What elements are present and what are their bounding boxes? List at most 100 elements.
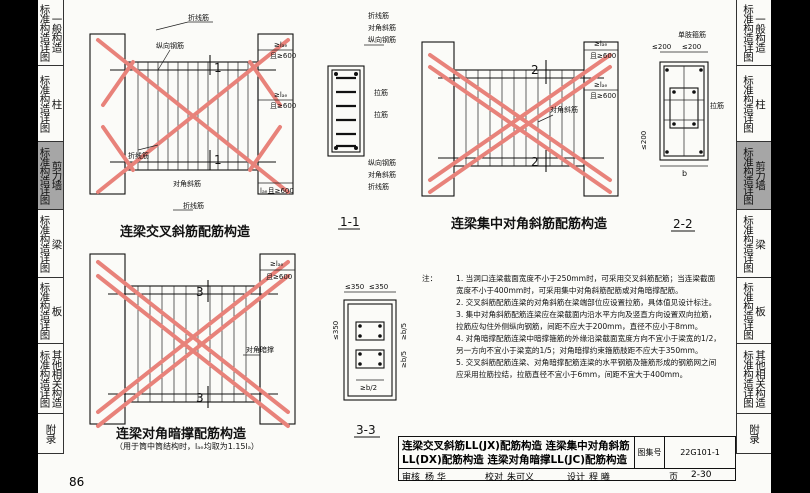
note-item: 2. 交叉斜筋配筋连梁的对角斜筋在梁端部位应设置拉筋，具体值见设计标注。 [456,298,717,307]
s22-width-b: b [682,169,687,178]
label-bent-bar-mid: 折线筋 [128,151,149,160]
left-tab-label: 梁 [50,238,63,249]
left-tab-1[interactable]: 标准构造详图柱 [38,66,64,142]
d3-label-brace: 对角暗撑 [246,345,274,354]
notes-list: 1. 当洞口连梁截面宽度不小于250mm时，可采用交叉斜筋配筋；当连梁截面宽度不… [456,273,722,381]
left-tab-4[interactable]: 标准构造详图板 [38,278,64,344]
left-tab-prefix: 标准构造详图 [38,75,51,132]
d3-section-mark-top: 3 [196,285,204,299]
left-tab-prefix: 标准构造详图 [38,147,51,204]
left-tab-prefix: 标准构造详图 [38,350,51,407]
label-longitudinal: 纵向钢筋 [156,41,184,50]
left-tab-3[interactable]: 标准构造详图梁 [38,210,64,278]
d3-anchor-b: 且≥600 [266,273,292,281]
note-item: 3. 集中对角斜筋配筋连梁应在梁截面内沿水平方向及竖直方向设置双向拉筋，拉筋应勾… [456,310,717,331]
right-tab-label: 剪力墙 [754,161,766,190]
label-bent-bar-bot: 折线筋 [183,201,204,210]
left-tab-label: 剪力墙 [50,161,63,190]
review-label: 审核 [402,473,421,483]
s33-dim-2: ≤350 [369,283,388,291]
d2-section-mark-top: 2 [531,63,539,77]
left-tab-label: 一般构造 [50,13,63,52]
right-tab-label: 其他相关构造 [754,350,766,407]
title-concentrated-diagonal: 连梁集中对角斜筋配筋构造 [451,216,608,232]
right-tab-0[interactable]: 标准构造详图一般构造 [736,0,771,66]
note-item: 4. 对角暗撑配筋连梁中暗撑箍筋的外缘沿梁截面宽度方向不宜小于梁宽的1/2，另一… [456,334,721,355]
title-block-title: 连梁交叉斜筋LL(JX)配筋构造 连梁集中对角斜筋 LL(DX)配筋构造 连梁对… [399,437,635,469]
atlas-label: 图集号 [635,437,665,469]
bent-bar-right-top [248,60,282,107]
d2-anchor-1: ≥lₐₑ [594,40,608,48]
diagram-concentrated-diagonal: 2 2 ≥lₐₑ 且≥600 ≥lₐₑ 且≥600 对角斜筋 连梁集中对角斜筋配… [421,40,619,232]
right-tab-label: 柱 [754,98,766,109]
right-tab-2[interactable]: 标准构造详图剪力墙 [736,142,771,210]
section-2-2: ≤200 ≤200 单肢箍筋 拉筋 ≤200 b 2-2 [640,30,724,232]
left-tab-6[interactable]: 附录 [38,414,64,454]
title-line-1: 连梁交叉斜筋LL(JX)配筋构造 连梁集中对角斜筋 [402,440,630,452]
title-section-1-1: 1-1 [340,215,360,229]
left-tab-prefix: 标准构造详图 [38,282,51,339]
s11-label-4: 拉筋 [374,88,388,97]
note-item: 5. 交叉斜筋配筋连梁、对角暗撑配筋连梁的水平钢筋及箍筋形成的钢筋网之间应采用拉… [456,358,717,379]
s33-b5-b: ≥b/5 [400,351,408,368]
right-tab-3[interactable]: 标准构造详图梁 [736,210,771,278]
d2-label-diag: 对角斜筋 [550,105,578,114]
d2-anchor-2: ≥lₐₑ [594,81,608,89]
anchor-length-1: ≥lₐₑ [274,41,288,49]
diagram-diagonal-brace: 3 3 ≥lₐₑ 且≥600 对角暗撑 连梁对角暗撑配筋构造 [89,253,296,442]
d2-section-mark-bottom: 2 [531,155,539,169]
page-label: 页 [669,473,679,483]
d3-brace-2a [96,260,290,414]
d3-brace-2b [96,274,290,428]
notes-label: 注： [422,274,438,283]
anchor-length-1b: 且≥600 [270,52,296,60]
right-tab-4[interactable]: 标准构造详图板 [736,278,771,344]
right-tab-prefix: 标准构造详图 [742,75,754,132]
left-tab-5[interactable]: 标准构造详图其他相关构造 [38,344,64,414]
s33-dim-1: ≤350 [345,283,364,291]
s11-label-8: 折线筋 [368,182,389,191]
left-tab-0[interactable]: 标准构造详图一般构造 [38,0,64,66]
right-tab-prefix: 标准构造详图 [742,147,754,204]
s11-label-7: 对角斜筋 [368,170,396,179]
diagram-cross-diagonal: 1 1 ≥lₐₑ 且≥600 ≥lₐₑ 且≥600 lₐₑ且≥600 折线筋 纵… [89,13,296,240]
check-label: 校对 [485,473,504,483]
right-tab-6[interactable]: 附录 [736,414,771,454]
title-block: 连梁交叉斜筋LL(JX)配筋构造 连梁集中对角斜筋 LL(DX)配筋构造 连梁对… [398,436,736,483]
anchor-length-2b: 且≥600 [270,102,296,110]
section-3-3-outline [343,299,397,401]
s11-label-5: 拉筋 [374,110,388,119]
beam-outline [124,61,259,171]
d2-beam-outline [453,69,585,167]
left-tab-label: 其他相关构造 [50,350,63,407]
brace-caption: （用于筒中筒结构时，lₐₑ均取为1.15lₐ） [115,442,259,451]
title-section-3-3: 3-3 [356,423,376,437]
left-tab-2[interactable]: 标准构造详图剪力墙 [38,142,64,210]
d3-stirrups [137,286,247,402]
checker-name: 朱可义 [507,473,535,483]
d3-section-mark-bottom: 3 [196,391,204,405]
s22-tie: 拉筋 [710,101,724,110]
left-tab-label: 附录 [44,424,57,443]
bent-bar-left-top [101,60,135,107]
sheet-page-number: 2-30 [691,470,712,480]
right-tab-label: 板 [754,305,766,316]
left-tab-prefix: 标准构造详图 [38,215,51,272]
section-mark-1-bottom: 1 [214,153,222,167]
title-diagonal-brace: 连梁对角暗撑配筋构造 [116,426,247,442]
section-2-2-outline [659,61,709,161]
d3-beam-outline [124,285,261,403]
title-line-2: LL(DX)配筋构造 连梁对角暗撑LL(JC)配筋构造 [402,454,628,466]
designer-name: 程 曦 [589,473,610,483]
bent-bar-left-bottom [101,125,135,172]
right-tab-5[interactable]: 标准构造详图其他相关构造 [736,344,771,414]
s11-label-2: 对角斜筋 [368,23,396,32]
section-3-3: ≤350 ≤350 ≤350 ≥b/5 ≥b/5 ≥b/2 3-3 [332,283,408,438]
s33-b2: ≥b/2 [360,384,377,392]
drawing-sheet: 标准构造详图一般构造标准构造详图柱标准构造详图剪力墙标准构造详图梁标准构造详图板… [38,0,771,493]
right-tab-prefix: 标准构造详图 [742,215,754,272]
bent-bar-right-bottom [248,125,282,172]
d3-anchor: ≥lₐₑ [270,260,284,268]
right-tab-prefix: 标准构造详图 [742,282,754,339]
right-tab-1[interactable]: 标准构造详图柱 [736,66,771,142]
